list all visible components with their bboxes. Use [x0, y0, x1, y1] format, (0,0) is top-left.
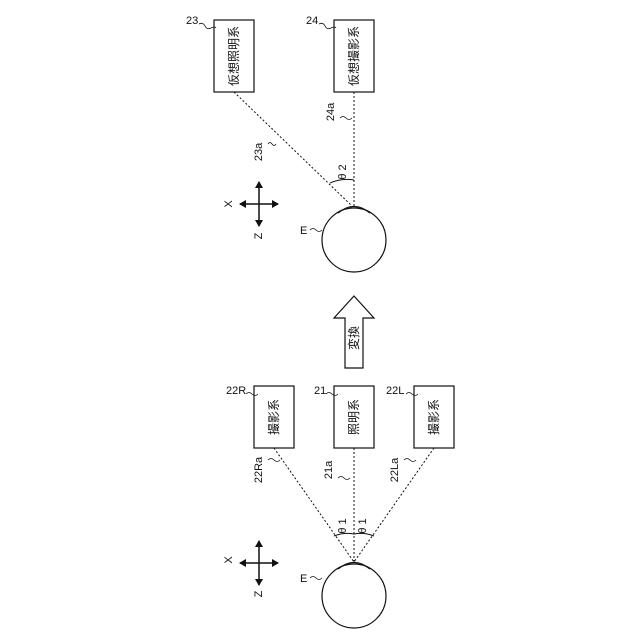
ref-22R-leader: [246, 393, 258, 396]
angle-theta1-b: θ 1: [357, 518, 369, 533]
axis-z-label-bottom: Z: [253, 590, 265, 597]
label-22Ra-leader: [268, 459, 280, 462]
ray-22Ra: [274, 448, 354, 562]
virtual-illumination-text: 仮想照明系: [226, 26, 241, 86]
label-22La: 22La: [389, 457, 401, 482]
label-24a: 24a: [325, 102, 337, 121]
bottom-panel: 撮影系 22R 照明系 21 撮影系 22L 22Ra 21a 22La θ 1…: [223, 385, 454, 628]
label-22La-leader: [404, 459, 416, 462]
ref-21-leader: [326, 393, 338, 396]
ref-24: 24: [306, 15, 318, 27]
angle-theta2: θ 2: [337, 164, 349, 179]
eye-bottom: [322, 564, 386, 628]
ref-22R: 22R: [226, 385, 246, 397]
axis-x-label-bottom: X: [223, 556, 235, 564]
eye-label-bottom: E: [300, 573, 307, 585]
imaging-right-text: 撮影系: [267, 399, 281, 435]
eye-label-top: E: [300, 225, 307, 237]
transform-text: 変換: [346, 326, 361, 350]
label-24a-leader: [340, 117, 352, 120]
virtual-imaging-text: 仮想撮影系: [346, 26, 361, 86]
angle-theta1-a: θ 1: [337, 518, 349, 533]
eye-label-top-leader: [310, 229, 322, 232]
ref-22L: 22L: [386, 385, 404, 397]
eye-label-bottom-leader: [310, 577, 322, 580]
axis-z-label-top: Z: [253, 232, 265, 239]
ref-22L-leader: [406, 393, 418, 396]
top-panel: 仮想照明系 23 仮想撮影系 24 23a 24a θ 2 E X Z: [186, 15, 386, 272]
transform-arrow: 変換: [334, 296, 374, 368]
illumination-text: 照明系: [347, 399, 361, 435]
eye-top: [322, 208, 386, 272]
label-21a: 21a: [323, 460, 335, 479]
imaging-left-text: 撮影系: [427, 399, 441, 435]
label-22Ra: 22Ra: [253, 456, 265, 483]
label-21a-leader: [338, 477, 350, 480]
ref-23: 23: [186, 15, 198, 27]
axis-x-label-top: X: [223, 200, 235, 208]
label-23a-leader: [268, 143, 276, 146]
label-23a: 23a: [253, 142, 265, 161]
ref-21: 21: [314, 385, 326, 397]
